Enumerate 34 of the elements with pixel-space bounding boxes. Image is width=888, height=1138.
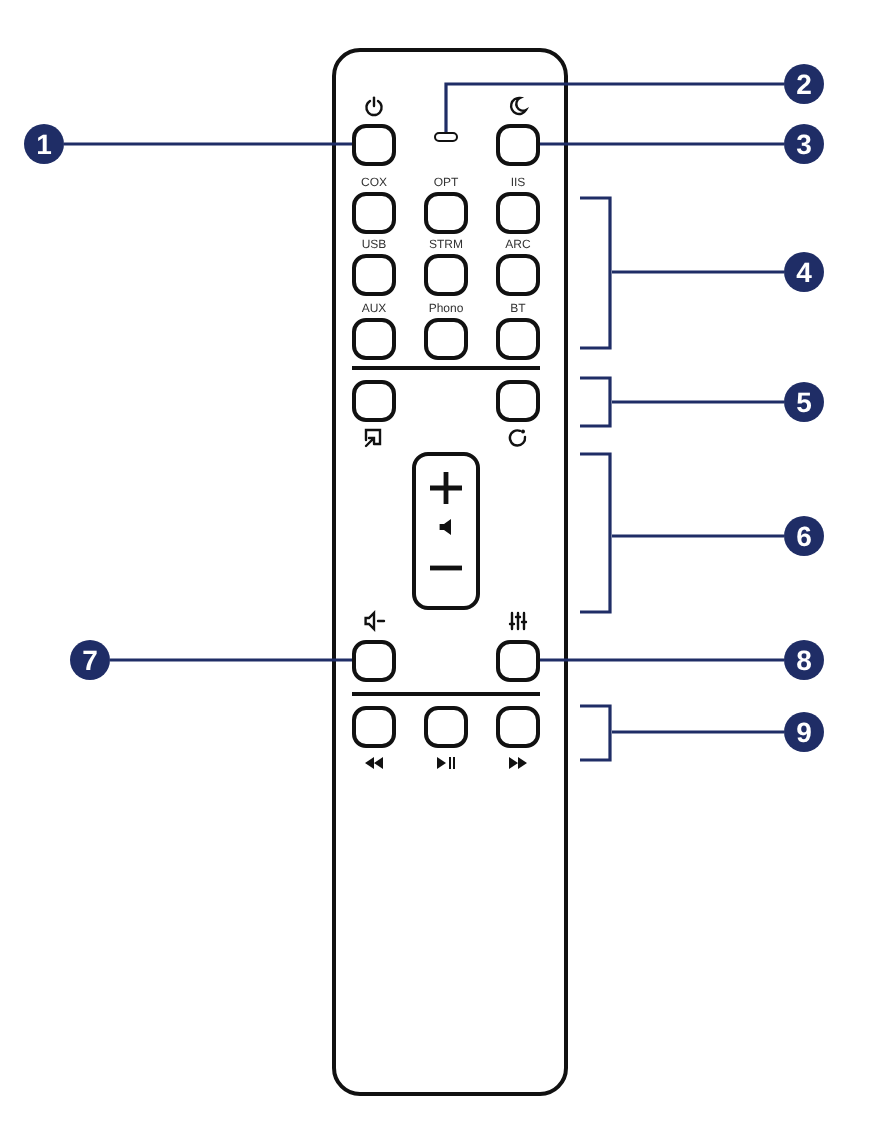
bracket <box>580 376 612 428</box>
volume-rocker <box>412 452 480 610</box>
leader-line <box>110 658 352 662</box>
leader-line <box>612 270 784 274</box>
leader-line <box>540 142 784 146</box>
callout-number: 7 <box>70 640 110 680</box>
leader-line <box>612 730 784 734</box>
remote-body <box>332 48 568 1096</box>
leader-line <box>540 658 784 662</box>
callout-number: 3 <box>784 124 824 164</box>
remote-button <box>496 706 540 748</box>
leader-line <box>612 400 784 404</box>
leader-line <box>444 82 784 132</box>
callout-number: 4 <box>784 252 824 292</box>
remote-button <box>352 380 396 422</box>
leader-line <box>612 534 784 538</box>
remote-button <box>352 706 396 748</box>
bracket <box>580 704 612 762</box>
leader-line <box>64 142 352 146</box>
remote-button <box>352 640 396 682</box>
remote-button <box>424 706 468 748</box>
remote-button <box>496 124 540 166</box>
callout-number: 6 <box>784 516 824 556</box>
callout-number: 1 <box>24 124 64 164</box>
callout-number: 2 <box>784 64 824 104</box>
callout-number: 9 <box>784 712 824 752</box>
bracket <box>580 196 612 350</box>
remote-button <box>496 380 540 422</box>
callout-number: 5 <box>784 382 824 422</box>
remote-button <box>352 124 396 166</box>
bracket <box>580 452 612 614</box>
remote-button <box>496 640 540 682</box>
callout-number: 8 <box>784 640 824 680</box>
indicator-light <box>434 132 458 142</box>
